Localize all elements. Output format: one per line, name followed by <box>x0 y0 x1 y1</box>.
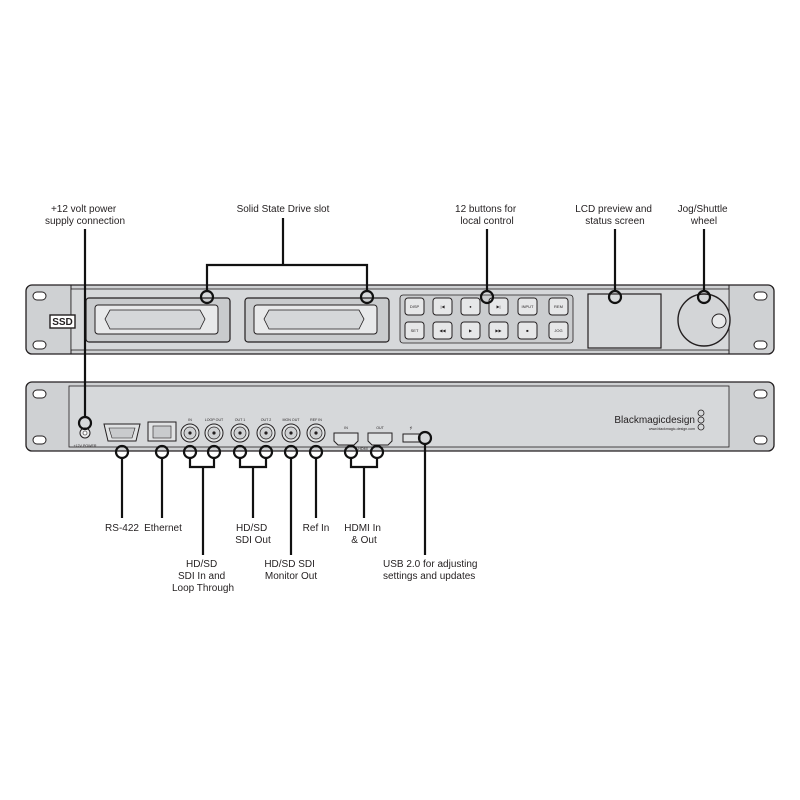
button-input-label: INPUT <box>522 304 535 309</box>
button-stop-label: ■ <box>526 328 529 333</box>
jog-shuttle-wheel[interactable] <box>677 293 731 347</box>
callout-rs422: RS-422 <box>105 523 139 534</box>
rs422-port[interactable] <box>103 423 141 442</box>
callout-buttons: 12 buttons for local control <box>455 204 519 227</box>
hdmi-caption: HDMI <box>358 447 367 451</box>
rack-hole-icon <box>32 291 47 301</box>
button-fast-forward-label: ▶▶ <box>495 328 502 333</box>
button-prev-label: |◀ <box>440 304 445 309</box>
callout-jog: Jog/Shuttle wheel <box>678 204 731 227</box>
brand-logo-icon <box>697 409 705 431</box>
usb-icon: ⭍ <box>410 425 414 430</box>
ssd-slot-2[interactable] <box>244 297 390 343</box>
callout-usb: USB 2.0 for adjusting settings and updat… <box>383 559 480 582</box>
rack-hole-icon <box>32 389 47 399</box>
button-disp[interactable]: DISP <box>404 297 425 316</box>
ethernet-port[interactable] <box>147 421 177 442</box>
button-rewind[interactable]: ◀◀ <box>432 321 453 340</box>
button-rem-label: REM <box>554 304 563 309</box>
callout-hdmi: HDMI In & Out <box>344 523 383 546</box>
callout-sdi-monitor: HD/SD SDI Monitor Out <box>264 559 317 582</box>
lcd-screen <box>587 293 662 349</box>
button-fast-forward[interactable]: ▶▶ <box>488 321 509 340</box>
ssd-badge <box>49 314 76 329</box>
callout-lines <box>77 218 712 555</box>
rack-hole-icon <box>32 340 47 350</box>
sdi-loop-out-port[interactable] <box>204 423 224 443</box>
callout-sdi-out: HD/SD SDI Out <box>235 523 271 546</box>
callout-lcd: LCD preview and status screen <box>575 204 655 227</box>
ref-in-label: REF IN <box>310 418 322 422</box>
button-rem[interactable]: REM <box>548 297 569 316</box>
sdi-monitor-out-label: MON OUT <box>283 418 301 422</box>
button-set-label: SET <box>411 328 419 333</box>
button-record[interactable]: ● <box>460 297 481 316</box>
sdi-in-label: IN <box>188 418 192 422</box>
button-record-label: ● <box>469 304 472 309</box>
hdmi-out-label: OUT <box>376 426 384 430</box>
sdi-out-1-label: OUT 1 <box>235 418 246 422</box>
ssd-badge-label: SSD <box>52 317 73 328</box>
power-connector[interactable] <box>79 427 91 439</box>
rack-hole-icon <box>753 389 768 399</box>
hdmi-in-port[interactable] <box>333 432 359 446</box>
sdi-out-2-label: OUT 2 <box>261 418 272 422</box>
rack-hole-icon <box>753 435 768 445</box>
hdmi-out-port[interactable] <box>367 432 393 446</box>
sdi-monitor-out-port[interactable] <box>281 423 301 443</box>
button-rewind-label: ◀◀ <box>439 328 446 333</box>
usb-port[interactable] <box>402 433 421 443</box>
hdmi-in-label: IN <box>344 426 348 430</box>
callout-ref-in: Ref In <box>303 523 330 534</box>
brand-logo: Blackmagicdesign <box>614 415 695 426</box>
rear-panel: +12V POWER IN LOOP OUT OUT 1 OUT 2 MON OUT RE… <box>25 381 775 452</box>
rack-hole-icon <box>32 435 47 445</box>
button-play[interactable]: ▶ <box>460 321 481 340</box>
ssd-slot-1[interactable] <box>85 297 231 343</box>
button-stop[interactable]: ■ <box>517 321 538 340</box>
callout-ethernet: Ethernet <box>144 523 182 534</box>
callout-labels: +12 volt power supply connection Solid S… <box>45 204 731 594</box>
button-jog-label: JOG <box>554 328 562 333</box>
button-disp-label: DISP <box>410 304 420 309</box>
callout-power: +12 volt power supply connection <box>45 204 125 227</box>
button-next[interactable]: ▶| <box>488 297 509 316</box>
button-input[interactable]: INPUT <box>517 297 538 316</box>
button-set[interactable]: SET <box>404 321 425 340</box>
button-play-label: ▶ <box>469 328 473 333</box>
button-jog[interactable]: JOG <box>548 321 569 340</box>
button-next-label: ▶| <box>496 304 500 309</box>
callout-sdi-in: HD/SD SDI In and Loop Through <box>172 559 234 594</box>
sdi-out-1-port[interactable] <box>230 423 250 443</box>
rack-hole-icon <box>753 340 768 350</box>
power-port-label: +12V POWER <box>73 444 96 448</box>
sdi-loop-out-label: LOOP OUT <box>205 418 224 422</box>
callout-ssd-slot: Solid State Drive slot <box>237 204 330 215</box>
sdi-in-port[interactable] <box>180 423 200 443</box>
ref-in-port[interactable] <box>306 423 326 443</box>
button-prev[interactable]: |◀ <box>432 297 453 316</box>
sdi-out-2-port[interactable] <box>256 423 276 443</box>
rack-hole-icon <box>753 291 768 301</box>
brand-url: www.blackmagic-design.com <box>649 427 695 431</box>
